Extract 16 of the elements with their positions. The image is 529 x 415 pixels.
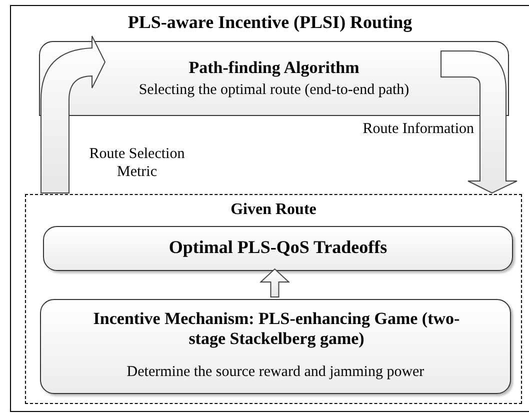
- routing-frame: [10, 5, 529, 412]
- heading: Optimal PLS-QoS Tradeoffs: [168, 237, 388, 258]
- heading: Incentive Mechanism: PLS-enhancing Game (two-stage Stackelberg game): [92, 309, 461, 348]
- heading: Given Route: [230, 201, 318, 220]
- mechanism-box: [40, 299, 511, 394]
- tradeoff-box: [43, 226, 513, 271]
- block-arrow: [259, 268, 290, 298]
- heading: PLS-aware Incentive (PLSI) Routing: [126, 12, 414, 33]
- description: Determine the source reward and jamming power: [126, 364, 426, 382]
- edge-label: Route Selection Metric: [88, 145, 186, 181]
- block-arrow: [40, 36, 106, 194]
- description: Selecting the optimal route (end-to-end path): [138, 82, 410, 100]
- heading: Path-finding Algorithm: [188, 58, 360, 78]
- given-route-region: [25, 194, 522, 404]
- block-arrow: [440, 50, 518, 194]
- edge-label: Route Information: [362, 120, 474, 138]
